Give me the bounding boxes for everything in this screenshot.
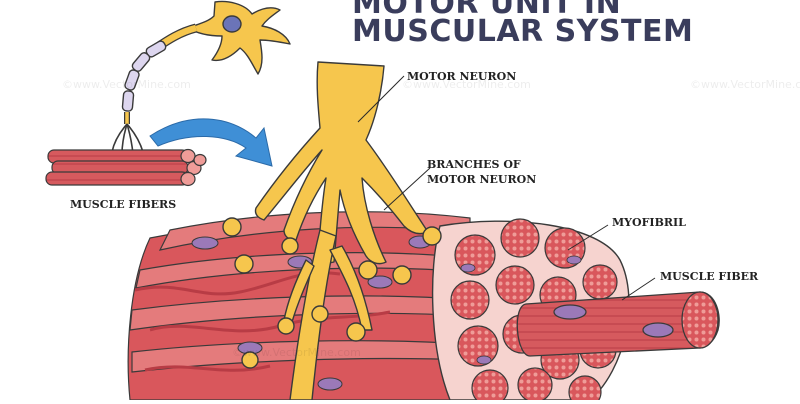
label-branches-line1: BRANCHES OF [427, 158, 521, 171]
watermark: ©www.VectorMine.com [62, 78, 191, 91]
small-neuron [111, 0, 291, 155]
label-leader-lines [357, 75, 656, 301]
watermark: ©www.VectorMine.com [690, 78, 800, 91]
extracted-muscle-fiber [516, 291, 720, 357]
neuron-cell-body [187, 0, 291, 75]
small-muscle-bundle [45, 148, 207, 187]
page-title-line2: MUSCULAR SYSTEM [352, 14, 694, 49]
label-muscle-fibers: MUSCLE FIBERS [70, 198, 177, 211]
motor-neuron-large [222, 61, 442, 401]
neuromuscular-junctions [222, 217, 442, 369]
label-branches-line2: MOTOR NEURON [427, 173, 537, 186]
page-title-line1: MOTOR UNIT IN [352, 0, 622, 21]
neuron-nucleus [222, 15, 242, 33]
label-motor-neuron: MOTOR NEURON [407, 70, 517, 83]
myelinated-axon [121, 40, 167, 112]
label-myofibril: MYOFIBRIL [612, 216, 686, 229]
arrow-icon [149, 118, 273, 167]
watermark: ©www.VectorMine.com [232, 346, 361, 359]
watermark: ©www.VectorMine.com [402, 78, 531, 91]
label-muscle-fiber: MUSCLE FIBER [660, 270, 759, 283]
